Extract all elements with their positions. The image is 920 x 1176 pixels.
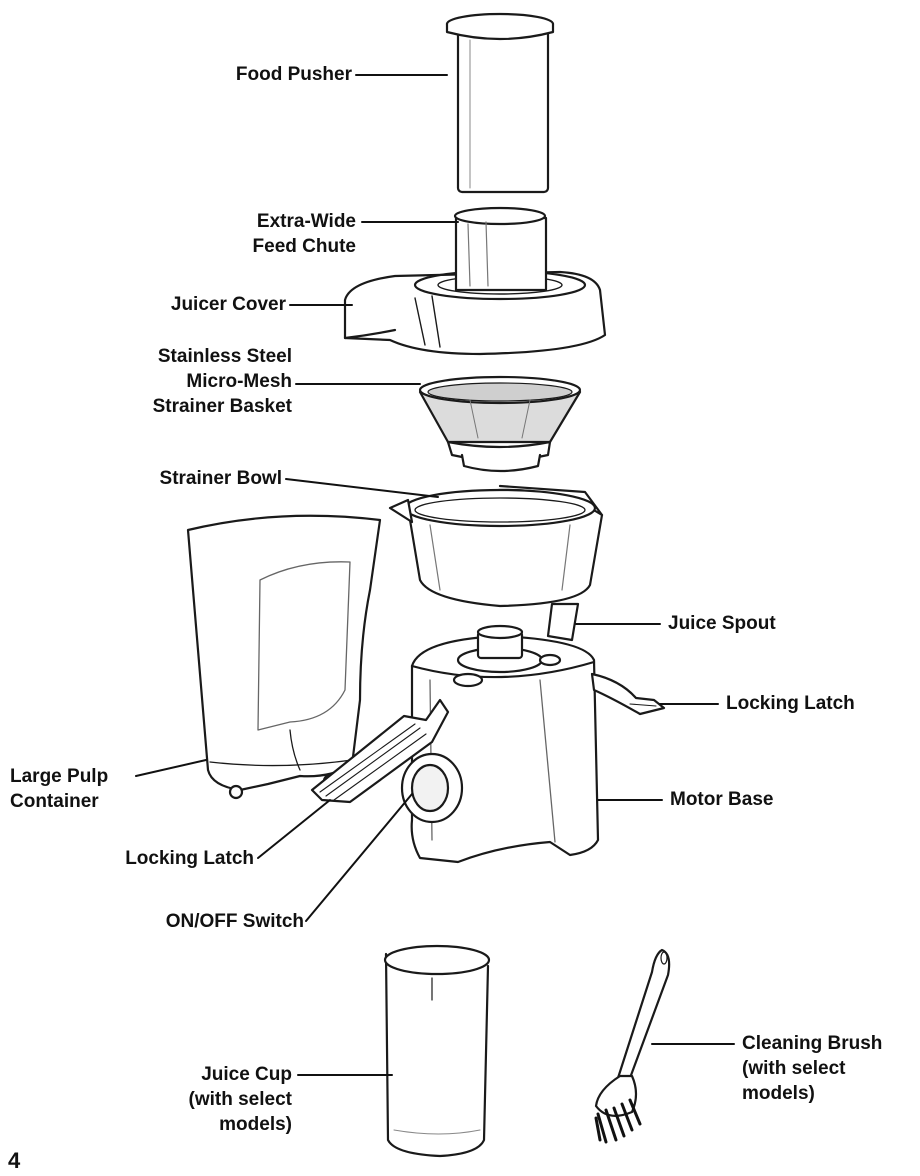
label-food-pusher: Food Pusher [235,64,352,85]
strainer-basket-drawing [418,375,582,473]
label-locking-latch-left: Locking Latch [125,848,254,869]
label-large-pulp-container: Large Pulp Container [10,766,109,812]
juicer-cover-drawing [343,206,607,356]
leader-locking-latch-left [257,799,331,859]
label-juice-cup: Juice Cup (with select models) [188,1064,292,1135]
leader-on-off-switch [305,793,413,922]
left-locking-latch-drawing [310,698,450,804]
juice-cup-drawing [383,944,491,1158]
label-strainer-bowl: Strainer Bowl [159,468,282,489]
right-locking-latch-drawing [590,672,666,716]
strainer-bowl-drawing [388,484,604,642]
label-on-off-switch: ON/OFF Switch [165,911,304,932]
label-locking-latch-right: Locking Latch [726,693,855,714]
leader-pulp-container [135,759,207,777]
label-juice-spout: Juice Spout [668,613,776,634]
label-juicer-cover: Juicer Cover [170,294,286,315]
cleaning-brush-drawing [594,948,671,1144]
pulp-container-drawing [186,514,382,800]
leader-lines [135,74,735,1076]
label-feed-chute: Extra-Wide Feed Chute [252,211,356,257]
label-strainer-basket: Stainless Steel Micro-Mesh Strainer Bask… [152,346,292,417]
leader-strainer-bowl [285,478,439,498]
page-number: 4 [8,1148,21,1173]
motor-base-drawing [400,624,600,864]
label-motor-base: Motor Base [670,789,774,810]
food-pusher-drawing [445,12,555,194]
label-cleaning-brush: Cleaning Brush (with select models) [742,1033,883,1104]
